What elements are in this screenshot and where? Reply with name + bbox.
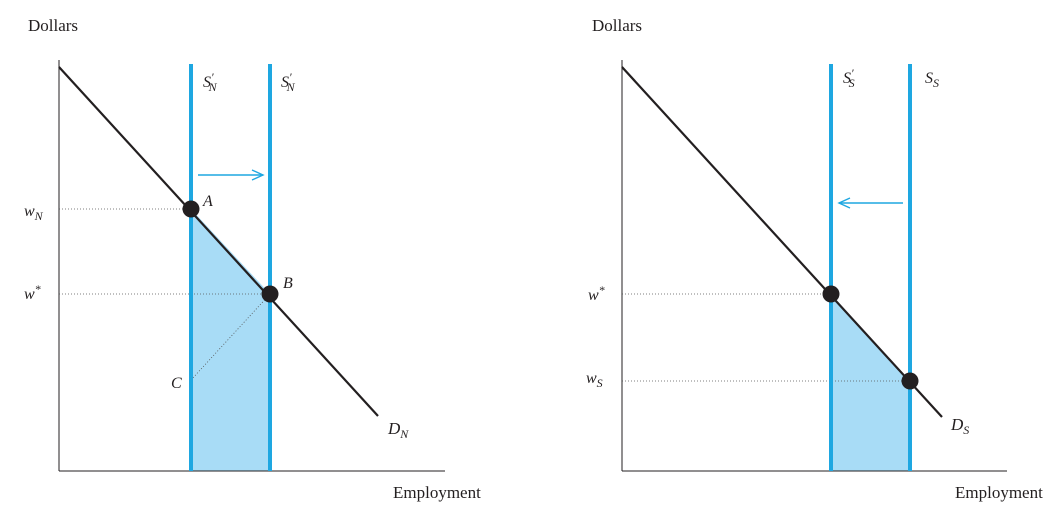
left-wage-eq-label: w*	[24, 282, 41, 303]
right-shaded-area	[831, 294, 910, 471]
right-panel: Dollars Employment S′S SS DS w* wS	[586, 16, 1043, 502]
right-x-axis-label: Employment	[955, 483, 1043, 502]
left-demand-line	[58, 66, 379, 417]
left-panel: Dollars Employment S′N S′N DN wN w* A B …	[24, 16, 481, 502]
right-wage-eq-label: w*	[588, 283, 605, 304]
right-wage-low-label: wS	[586, 370, 603, 390]
left-x-axis-label: Employment	[393, 483, 481, 502]
right-point-low-wage	[901, 372, 919, 390]
right-supply-shifted-label: S′S	[843, 66, 855, 90]
right-demand-line	[621, 66, 943, 418]
right-demand-label: DS	[950, 415, 969, 437]
right-point-equilibrium	[822, 285, 840, 303]
left-point-b-label: B	[283, 275, 293, 292]
left-point-c-label: C	[171, 375, 182, 392]
left-supply-shifted-label: S′N	[281, 70, 296, 94]
left-shaded-area	[191, 209, 270, 471]
left-point-a	[182, 200, 200, 218]
left-point-b	[261, 285, 279, 303]
left-demand-label: DN	[387, 419, 409, 441]
right-supply-original-label: SS	[925, 70, 939, 90]
left-wage-high-label: wN	[24, 203, 44, 223]
left-supply-original-label: S′N	[203, 70, 218, 94]
right-y-axis-label: Dollars	[592, 16, 642, 35]
left-point-a-label: A	[202, 193, 213, 210]
left-y-axis-label: Dollars	[28, 16, 78, 35]
